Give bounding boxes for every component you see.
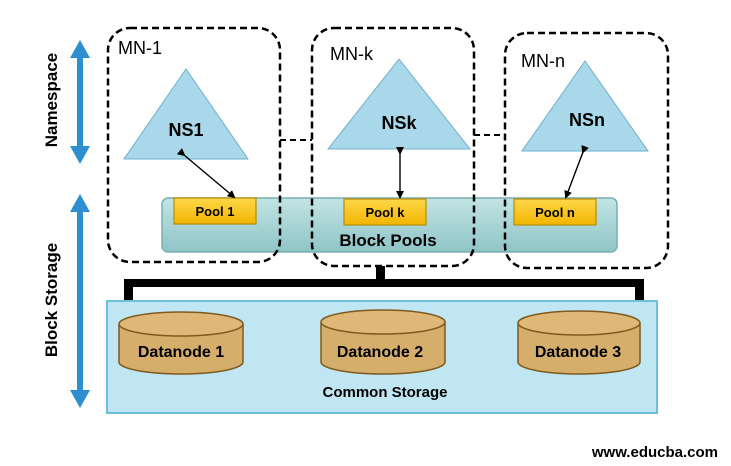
pool-k-label: Pool k (365, 205, 405, 220)
nsk-triangle (326, 58, 472, 150)
datanode-1-cylinder (118, 311, 244, 375)
mn-1-box (106, 26, 282, 264)
nsn-label: NSn (569, 110, 605, 130)
datanode-2-cylinder (320, 309, 446, 375)
ns1-pool1-arrow (176, 148, 236, 199)
namespace-label: Namespace (42, 53, 61, 148)
datanode-3-cylinder (517, 310, 641, 375)
datanode-2-label: Datanode 2 (337, 344, 423, 361)
mn-k-box (310, 26, 476, 268)
nsk-label: NSk (381, 113, 417, 133)
pool-1-label: Pool 1 (195, 204, 234, 219)
mn-n-box (503, 31, 670, 270)
nsn-pooln-arrow (564, 144, 589, 199)
block-storage-label: Block Storage (42, 243, 61, 357)
block-storage-double-arrow (70, 194, 90, 408)
mn-1-title: MN-1 (118, 38, 162, 58)
ns1-label: NS1 (168, 120, 203, 140)
pool-k-box (343, 198, 427, 226)
mn-n-title: MN-n (521, 51, 565, 71)
nsn-triangle (521, 60, 649, 152)
datanode-1-label: Datanode 1 (138, 344, 224, 361)
datanode-3-label: Datanode 3 (535, 344, 621, 361)
namespace-double-arrow (70, 40, 90, 164)
pool-n-box (513, 198, 597, 226)
watermark: www.educba.com (591, 444, 718, 461)
storage-bracket (124, 266, 644, 303)
ns1-triangle (123, 68, 249, 160)
pool-n-label: Pool n (535, 205, 575, 220)
mn-k-title: MN-k (330, 44, 374, 64)
block-pools-label: Block Pools (339, 231, 436, 250)
pool-1-box (173, 197, 257, 225)
common-storage-label: Common Storage (322, 384, 447, 401)
